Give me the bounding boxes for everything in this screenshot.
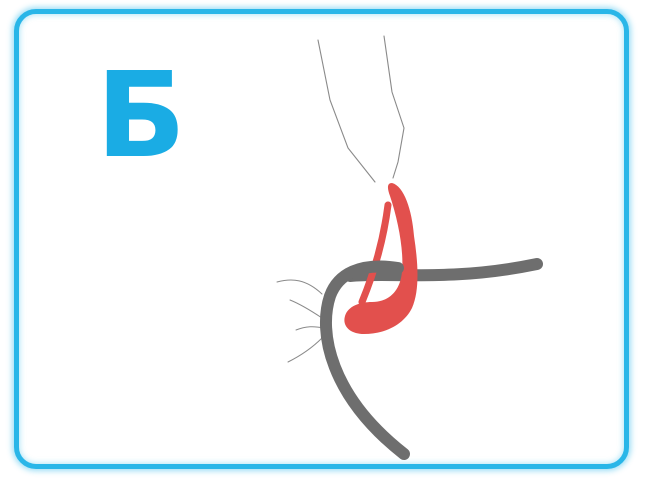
thread-lines-left	[277, 280, 324, 362]
thread-line-left-4	[288, 338, 322, 362]
hook-throat	[362, 205, 388, 302]
thread-line-left-2	[290, 300, 322, 318]
thread-lines-top	[318, 36, 404, 182]
thread-line-left-1	[277, 280, 322, 294]
red-hook-tool-icon	[344, 183, 417, 334]
hook-shaft	[344, 183, 417, 334]
thread-line-left-3	[296, 327, 324, 330]
thread-line-left	[318, 40, 375, 182]
thread-line-right	[384, 36, 404, 178]
